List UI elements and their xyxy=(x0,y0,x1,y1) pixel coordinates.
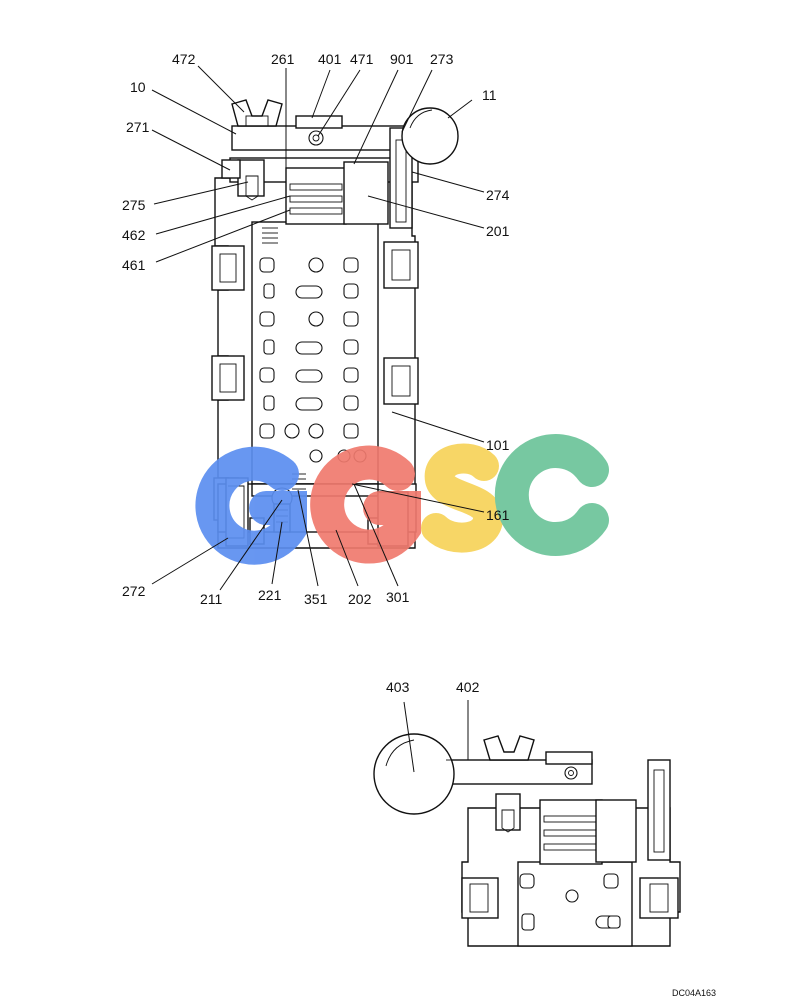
label-201: 201 xyxy=(486,223,510,239)
inset-lever-view xyxy=(373,733,681,947)
label-461: 461 xyxy=(122,257,146,273)
bracket-271 xyxy=(221,159,241,179)
lug-left-2 xyxy=(211,355,245,401)
label-401: 401 xyxy=(318,51,342,67)
label-11: 11 xyxy=(482,87,497,103)
watermark-letter-g-red xyxy=(310,445,421,564)
watermark-letter-s-yellow xyxy=(421,443,503,553)
label-161: 161 xyxy=(486,507,510,523)
leader-lines xyxy=(151,65,485,773)
label-221: 221 xyxy=(258,587,282,603)
ball-knob-11 xyxy=(401,107,459,165)
lever-boss-401 xyxy=(295,115,343,129)
drawing-code: DC04A163 xyxy=(672,988,716,998)
label-101: 101 xyxy=(486,437,510,453)
label-271: 271 xyxy=(126,119,150,135)
lug-right-1 xyxy=(383,241,419,289)
label-273: 273 xyxy=(430,51,454,67)
inset-ball-403 xyxy=(373,733,455,815)
wing-nut-472 xyxy=(231,99,283,127)
inset-bar xyxy=(647,759,671,861)
label-472: 472 xyxy=(172,51,196,67)
label-274: 274 xyxy=(486,187,510,203)
plug-275 xyxy=(237,159,265,197)
inset-sleeve xyxy=(595,799,637,863)
label-403: 403 xyxy=(386,679,410,695)
inset-plug xyxy=(495,793,521,831)
watermark-logo xyxy=(195,434,609,565)
label-901: 901 xyxy=(390,51,414,67)
label-202: 202 xyxy=(348,591,372,607)
inset-pin xyxy=(564,766,578,780)
sleeve-201 xyxy=(343,161,389,225)
label-10: 10 xyxy=(130,79,146,95)
part-labels: 472 261 401 471 901 273 10 11 271 274 27… xyxy=(122,51,716,998)
watermark-letter-g-blue xyxy=(195,446,307,565)
label-261: 261 xyxy=(271,51,295,67)
label-211: 211 xyxy=(200,591,223,607)
inset-wing-nut xyxy=(483,735,535,761)
pin-471 xyxy=(308,130,324,146)
bar-273 xyxy=(389,127,413,229)
label-301: 301 xyxy=(386,589,410,605)
inset-spool xyxy=(539,799,603,865)
label-402: 402 xyxy=(456,679,480,695)
watermark-letter-c-green xyxy=(494,434,609,556)
inset-lever-boss xyxy=(545,751,593,765)
label-462: 462 xyxy=(122,227,146,243)
label-471: 471 xyxy=(350,51,374,67)
label-272: 272 xyxy=(122,583,146,599)
inset-lug-left xyxy=(461,877,499,919)
lug-right-2 xyxy=(383,357,419,405)
label-275: 275 xyxy=(122,197,146,213)
inset-lug-right xyxy=(639,877,679,919)
lug-left-1 xyxy=(211,245,245,291)
label-351: 351 xyxy=(304,591,328,607)
